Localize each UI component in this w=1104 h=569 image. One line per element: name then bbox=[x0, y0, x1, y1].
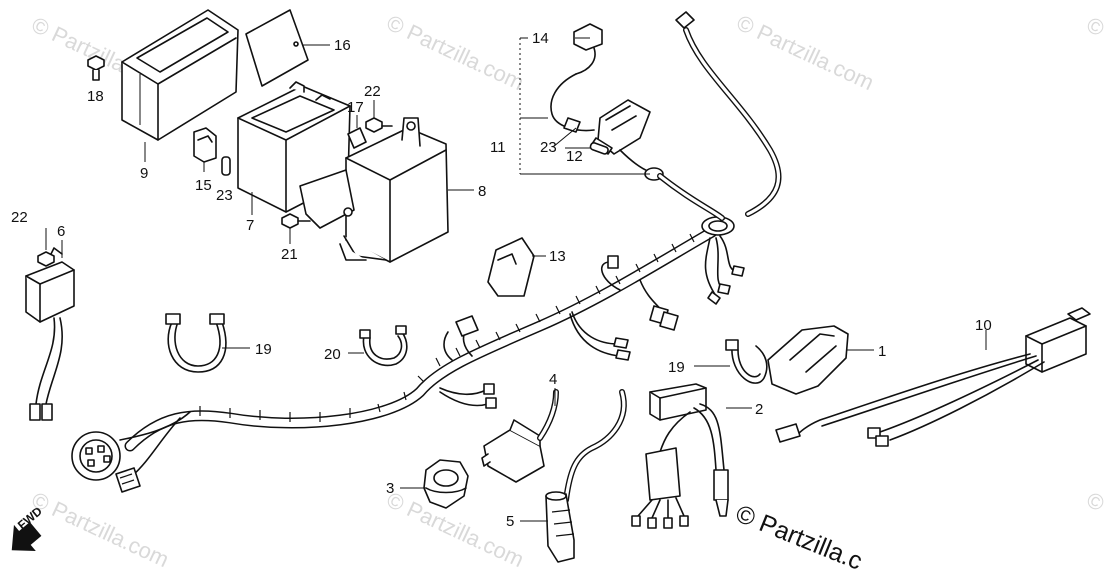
callout-8: 8 bbox=[478, 183, 486, 200]
battery-cover-part bbox=[121, 9, 239, 141]
watermark-text: © Partzilla.com bbox=[383, 10, 528, 95]
regulator-part bbox=[775, 307, 1091, 447]
relay-cover-part bbox=[487, 237, 535, 297]
rubber-sheet-part bbox=[245, 9, 309, 87]
label-tag-part bbox=[347, 127, 367, 149]
callout-22: 22 bbox=[11, 209, 28, 226]
callout-19: 19 bbox=[668, 359, 685, 376]
callout-11: 11 bbox=[490, 139, 506, 156]
callout-16: 16 bbox=[334, 37, 351, 54]
callout-23: 23 bbox=[540, 139, 557, 156]
watermark-corner-text: © Partzilla.c bbox=[732, 500, 866, 569]
bolt-part bbox=[37, 251, 55, 267]
callout-13: 13 bbox=[549, 248, 566, 265]
callout-7: 7 bbox=[246, 217, 254, 234]
relay-part bbox=[25, 247, 75, 421]
callout-12: 12 bbox=[566, 148, 583, 165]
fuse-part bbox=[221, 156, 231, 176]
callout-19: 19 bbox=[255, 341, 272, 358]
battery-clip-part bbox=[193, 127, 217, 163]
callout-15: 15 bbox=[195, 177, 212, 194]
rubber-mount-part bbox=[423, 459, 469, 509]
spark-plug-cap-part bbox=[545, 389, 627, 563]
main-wire-harness-part bbox=[71, 216, 745, 493]
callout-9: 9 bbox=[140, 165, 148, 182]
watermark-text: © Partzilla.com bbox=[1083, 12, 1104, 97]
callout-5: 5 bbox=[506, 513, 514, 530]
callout-20: 20 bbox=[324, 346, 341, 363]
cable-band-part bbox=[165, 313, 227, 373]
bolt-part bbox=[365, 117, 393, 133]
cover-part bbox=[767, 325, 849, 395]
callout-2: 2 bbox=[755, 401, 763, 418]
cdi-unit-part bbox=[631, 383, 729, 529]
callout-18: 18 bbox=[87, 88, 104, 105]
watermark-text: © Partzilla.com bbox=[1083, 487, 1104, 569]
fuse-holder-harness-part bbox=[550, 23, 664, 181]
callout-17: 17 bbox=[347, 99, 364, 116]
callout-layer: 1 2 3 4 5 6 7 8 9 10 11 12 13 14 15 16 1… bbox=[11, 30, 992, 530]
forward-direction-marker: FWD bbox=[11, 504, 45, 551]
callout-23: 23 bbox=[216, 187, 233, 204]
ignition-coil-part bbox=[481, 389, 559, 483]
callout-14: 14 bbox=[532, 30, 549, 47]
callout-10: 10 bbox=[975, 317, 992, 334]
battery-case-part bbox=[299, 117, 449, 263]
cable-band-part bbox=[725, 339, 768, 384]
callout-3: 3 bbox=[386, 480, 394, 497]
callout-4: 4 bbox=[549, 371, 557, 388]
callout-21: 21 bbox=[281, 246, 298, 263]
bolt-part bbox=[87, 55, 105, 81]
callout-1: 1 bbox=[878, 343, 886, 360]
callout-6: 6 bbox=[57, 223, 65, 240]
callout-22: 22 bbox=[364, 83, 381, 100]
watermark-text: © Partzilla.com bbox=[733, 10, 878, 95]
cable-band-part bbox=[359, 325, 408, 367]
bolt-part bbox=[281, 213, 311, 229]
cable-part bbox=[657, 11, 782, 221]
watermark-text: © Partzilla.com bbox=[28, 487, 173, 569]
